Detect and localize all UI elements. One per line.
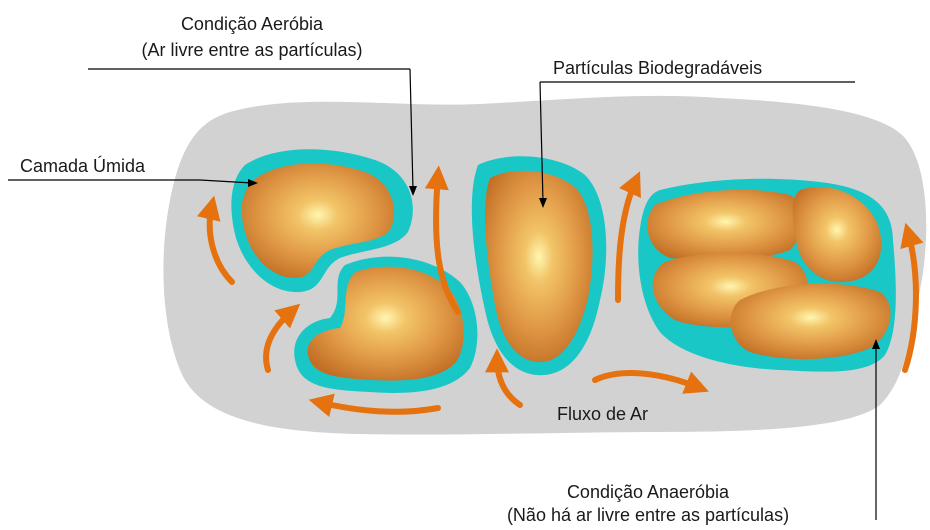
biodegradable-label: Partículas Biodegradáveis [553,58,762,78]
anaerobic-subtitle: (Não há ar livre entre as partículas) [507,505,789,525]
air-flow-label: Fluxo de Ar [557,404,648,424]
aerobic-subtitle: (Ar livre entre as partículas) [141,40,362,60]
anaerobic-title: Condição Anaeróbia [567,482,730,502]
particle-4a [647,190,803,261]
particle-4d [731,284,891,359]
aerobic-title: Condição Aeróbia [181,14,324,34]
wet-layer-label: Camada Úmida [20,155,146,176]
